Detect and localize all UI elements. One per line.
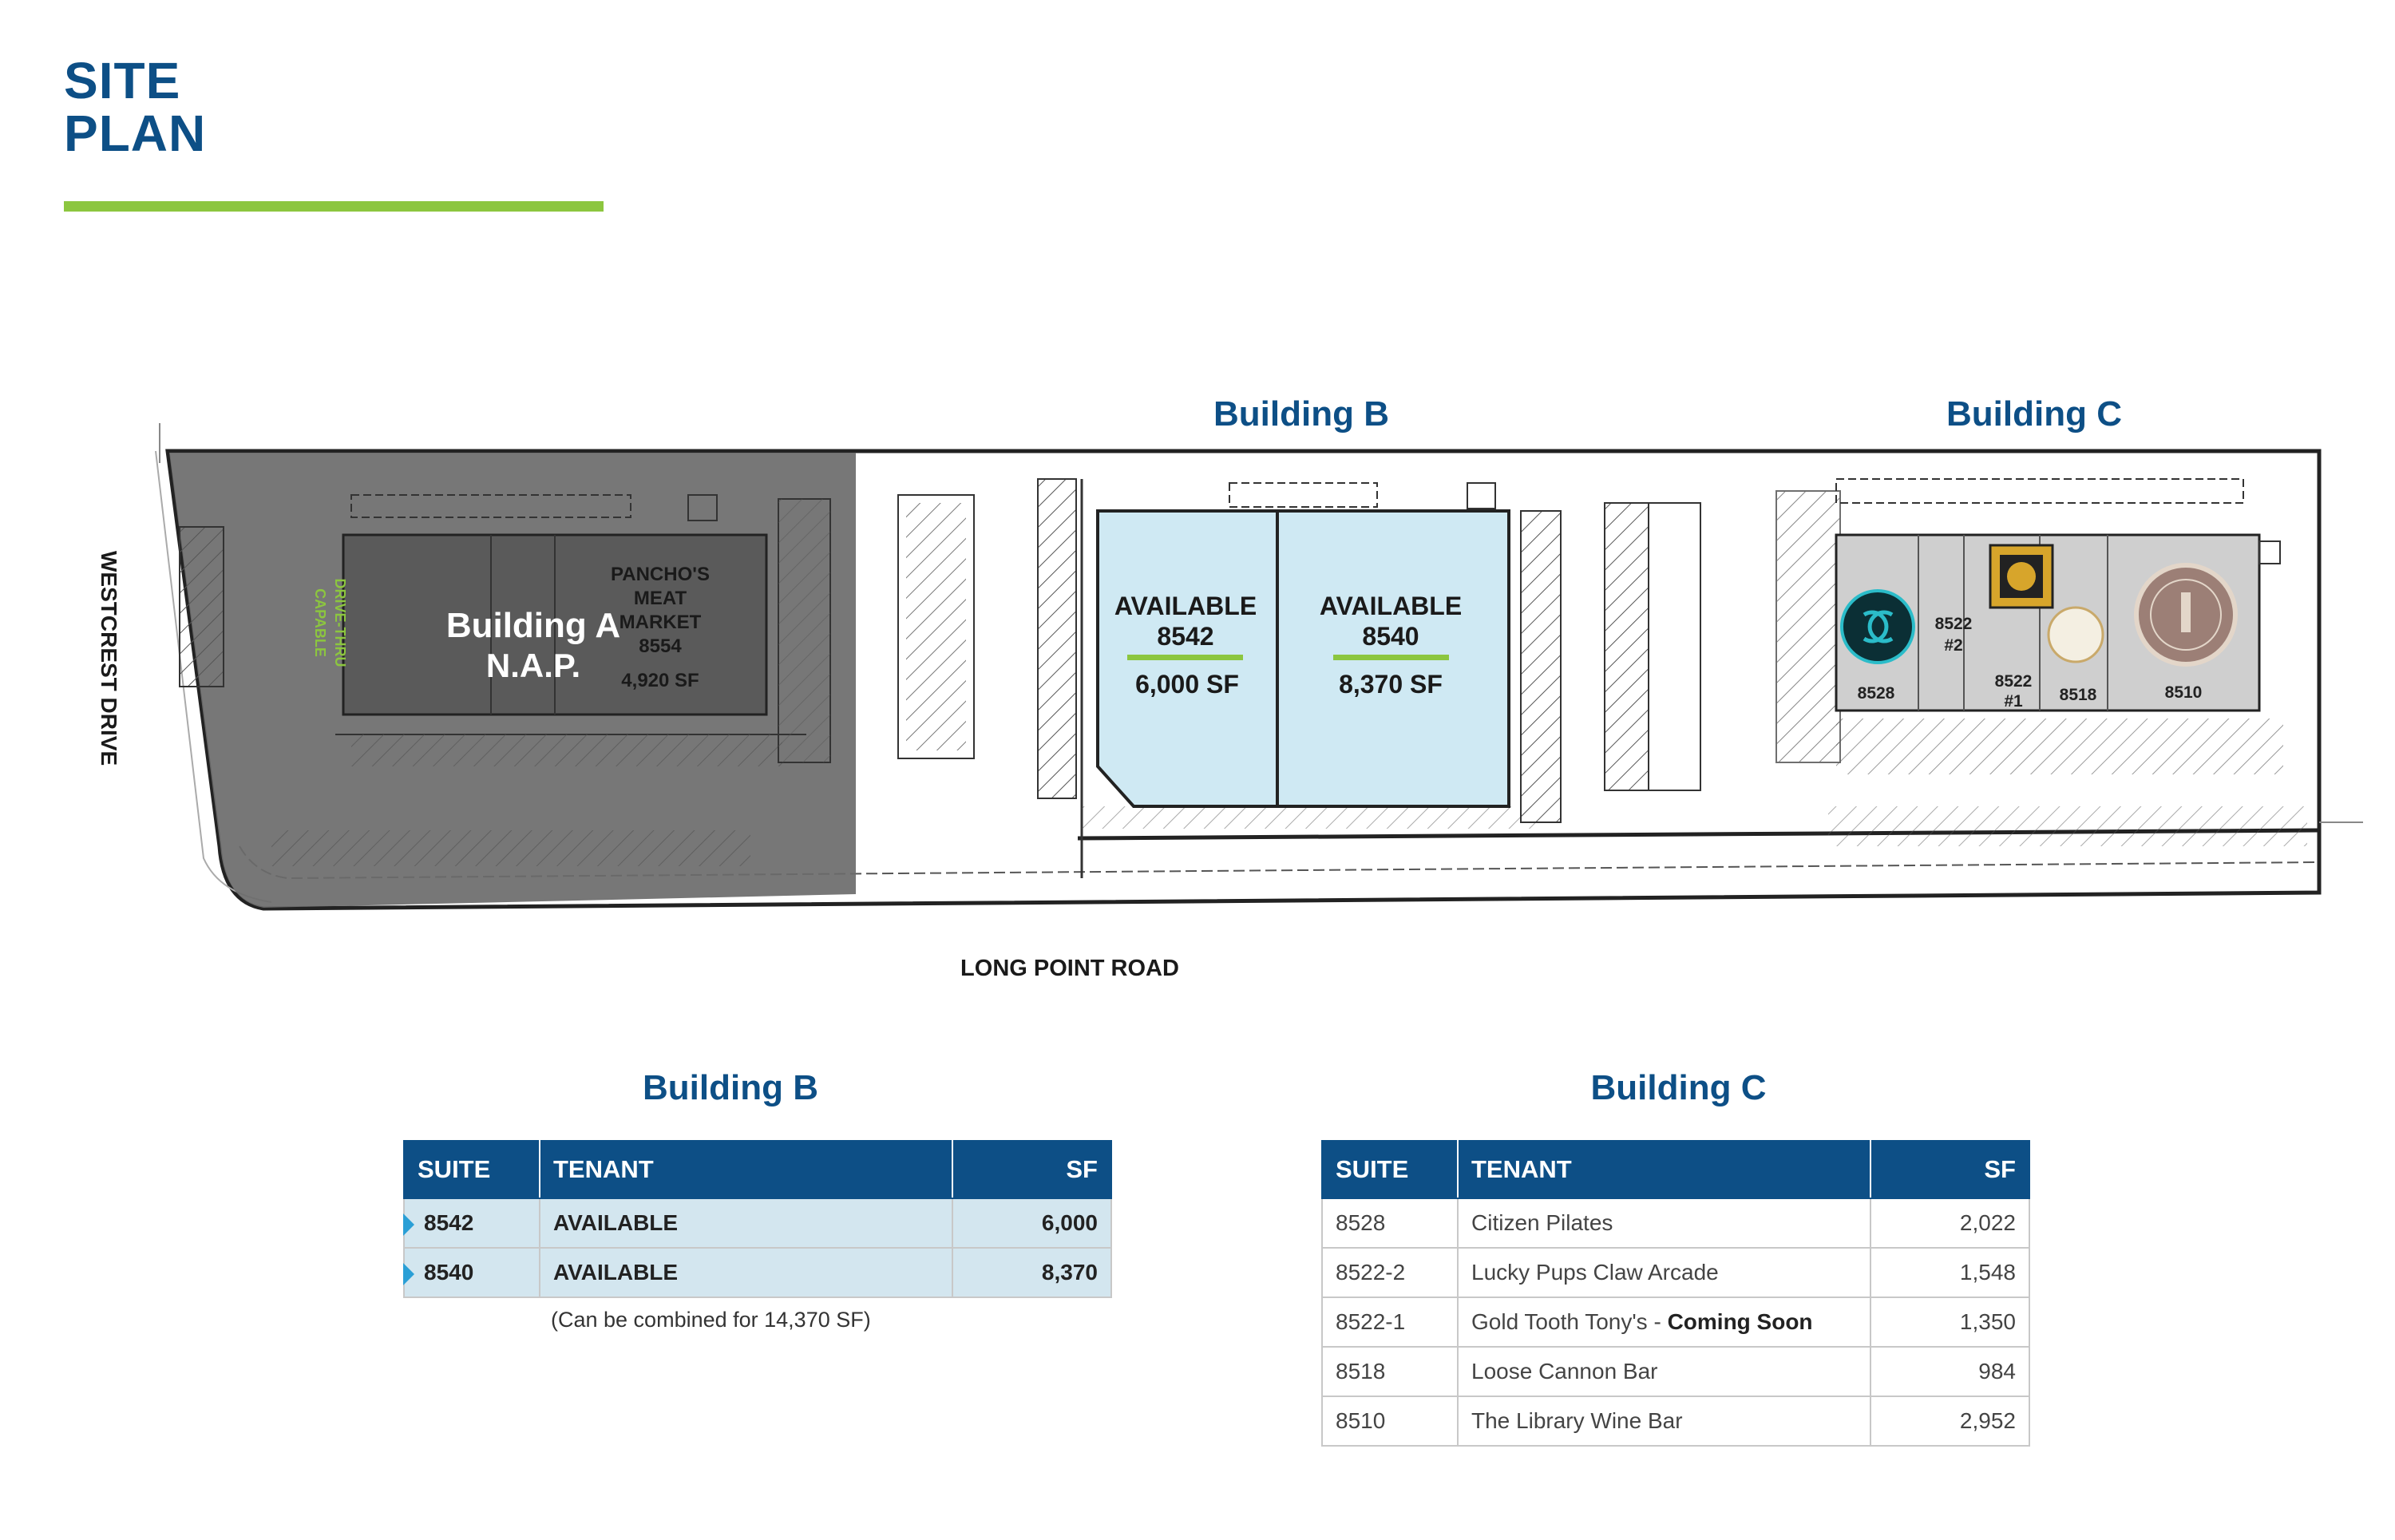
unit-8542-label: AVAILABLE 8542 6,000 SF [1114,592,1257,699]
table-c-title: Building C [1590,1068,1767,1107]
table-header-row: SUITE TENANT SF [403,1140,1112,1199]
tenant-cell: AVAILABLE [539,1198,953,1249]
drive-thru-line1: DRIVE-THRU [332,579,348,667]
long-point-road-label: LONG POINT ROAD [960,956,1179,981]
table-row[interactable]: 8542 AVAILABLE 6,000 [403,1198,1112,1249]
coming-soon-label: Coming Soon [1667,1309,1813,1334]
tenant-cell: Lucky Pups Claw Arcade [1457,1247,1871,1298]
title-underline [64,201,604,212]
unit-8540-status: AVAILABLE [1320,592,1462,620]
table-row[interactable]: 8540 AVAILABLE 8,370 [403,1247,1112,1298]
sf-cell: 1,350 [1870,1297,2030,1348]
building-a-status: N.A.P. [486,647,580,684]
unit-8522-1-label: 8522 [1995,672,2033,691]
page-title-line2: PLAN [64,105,207,162]
unit-8528-label: 8528 [1858,684,1895,703]
unit-8518-label: 8518 [2060,686,2097,704]
tenant-cell: AVAILABLE [539,1247,953,1298]
building-c-footprint [1775,478,2307,846]
tenant-name: Lucky Pups Claw Arcade [1471,1260,1719,1285]
tenant-cell: Gold Tooth Tony's - Coming Soon [1457,1297,1871,1348]
table-row[interactable]: 8510 The Library Wine Bar 2,952 [1321,1396,2030,1447]
tenant-name: Citizen Pilates [1471,1210,1613,1235]
page-title: SITE PLAN [64,54,206,160]
sf-cell: 2,022 [1870,1198,2030,1249]
page-title-line1: SITE [64,52,181,109]
tenant-name: Gold Tooth Tony's - [1471,1309,1668,1334]
sf-cell: 6,000 [952,1198,1112,1249]
tenant-cell: The Library Wine Bar [1457,1396,1871,1447]
pancho-label: PANCHO'S MEAT MARKET 8554 4,920 SF [611,564,710,691]
unit-8540-sf: 8,370 SF [1339,670,1443,699]
table-row[interactable]: 8522-1 Gold Tooth Tony's - Coming Soon 1… [1321,1297,2030,1348]
unit-8540-shape [1276,509,1510,808]
unit-8522-2-suffix: #2 [1944,636,1962,655]
table-row[interactable]: 8522-2 Lucky Pups Claw Arcade 1,548 [1321,1247,2030,1298]
header-sf: SF [952,1140,1112,1199]
tenant-cell: Loose Cannon Bar [1457,1346,1871,1397]
westcrest-drive-label: WESTCREST DRIVE [97,551,121,766]
pancho-line1: PANCHO'S [611,564,710,585]
header-sf: SF [1870,1140,2030,1199]
building-b-table: SUITE TENANT SF 8542 AVAILABLE 6,000 854… [403,1140,1112,1298]
suite-cell: 8528 [1321,1198,1459,1249]
unit-8542-suite: 8542 [1157,622,1213,651]
building-c-table: SUITE TENANT SF 8528 Citizen Pilates 2,0… [1321,1140,2030,1447]
table-b-title: Building B [643,1068,818,1107]
building-a-label: Building A [446,606,620,645]
sf-cell: 8,370 [952,1247,1112,1298]
unit-8522-1-suffix: #1 [2004,692,2023,711]
pancho-line2: MEAT [634,588,687,609]
unit-8522-2-label: 8522 [1935,615,1973,633]
suite-cell: 8510 [1321,1396,1459,1447]
header-suite: SUITE [403,1140,540,1199]
suite-value: 8540 [424,1260,474,1285]
drive-thru-label: DRIVE-THRU CAPABLE [312,579,348,667]
unit-8510-label: 8510 [2165,683,2203,702]
table-header-row: SUITE TENANT SF [1321,1140,2030,1199]
sf-cell: 984 [1870,1346,2030,1397]
suite-cell: 8522-2 [1321,1247,1459,1298]
tenant-name: The Library Wine Bar [1471,1408,1683,1433]
loose-cannon-logo-icon [2047,606,2104,663]
drive-thru-line2: CAPABLE [312,588,328,657]
tenant-name: Loose Cannon Bar [1471,1359,1658,1384]
suite-cell: 8542 [403,1198,540,1249]
header-tenant: TENANT [1457,1140,1871,1199]
suite-cell: 8540 [403,1247,540,1298]
header-suite: SUITE [1321,1140,1459,1199]
sf-cell: 1,548 [1870,1247,2030,1298]
table-row[interactable]: 8518 Loose Cannon Bar 984 [1321,1346,2030,1397]
tenant-cell: Citizen Pilates [1457,1198,1871,1249]
building-a-zone [169,453,856,908]
unit-8542-status: AVAILABLE [1114,592,1257,620]
suite-cell: 8518 [1321,1346,1459,1397]
table-row[interactable]: 8528 Citizen Pilates 2,022 [1321,1198,2030,1249]
pancho-line3: MARKET [620,612,702,633]
pancho-sf: 4,920 SF [621,670,699,691]
pancho-suite: 8554 [639,635,682,657]
combine-note: (Can be combined for 14,370 SF) [551,1308,871,1332]
citizen-pilates-logo-icon [1840,589,1915,664]
suite-value: 8542 [424,1210,474,1235]
row-arrow-icon [403,1262,414,1285]
unit-8542-sf: 6,000 SF [1135,670,1239,699]
building-c-unit-labels: 8528 8522 #2 8522 #1 8518 8510 [1858,615,2203,711]
building-b-label: Building B [1213,394,1389,433]
sf-cell: 2,952 [1870,1396,2030,1447]
suite-cell: 8522-1 [1321,1297,1459,1348]
row-arrow-icon [403,1213,414,1236]
building-c-label: Building C [1946,394,2122,433]
unit-8540-label: AVAILABLE 8540 8,370 SF [1320,592,1462,699]
unit-8540-suite: 8540 [1362,622,1419,651]
header-tenant: TENANT [539,1140,953,1199]
